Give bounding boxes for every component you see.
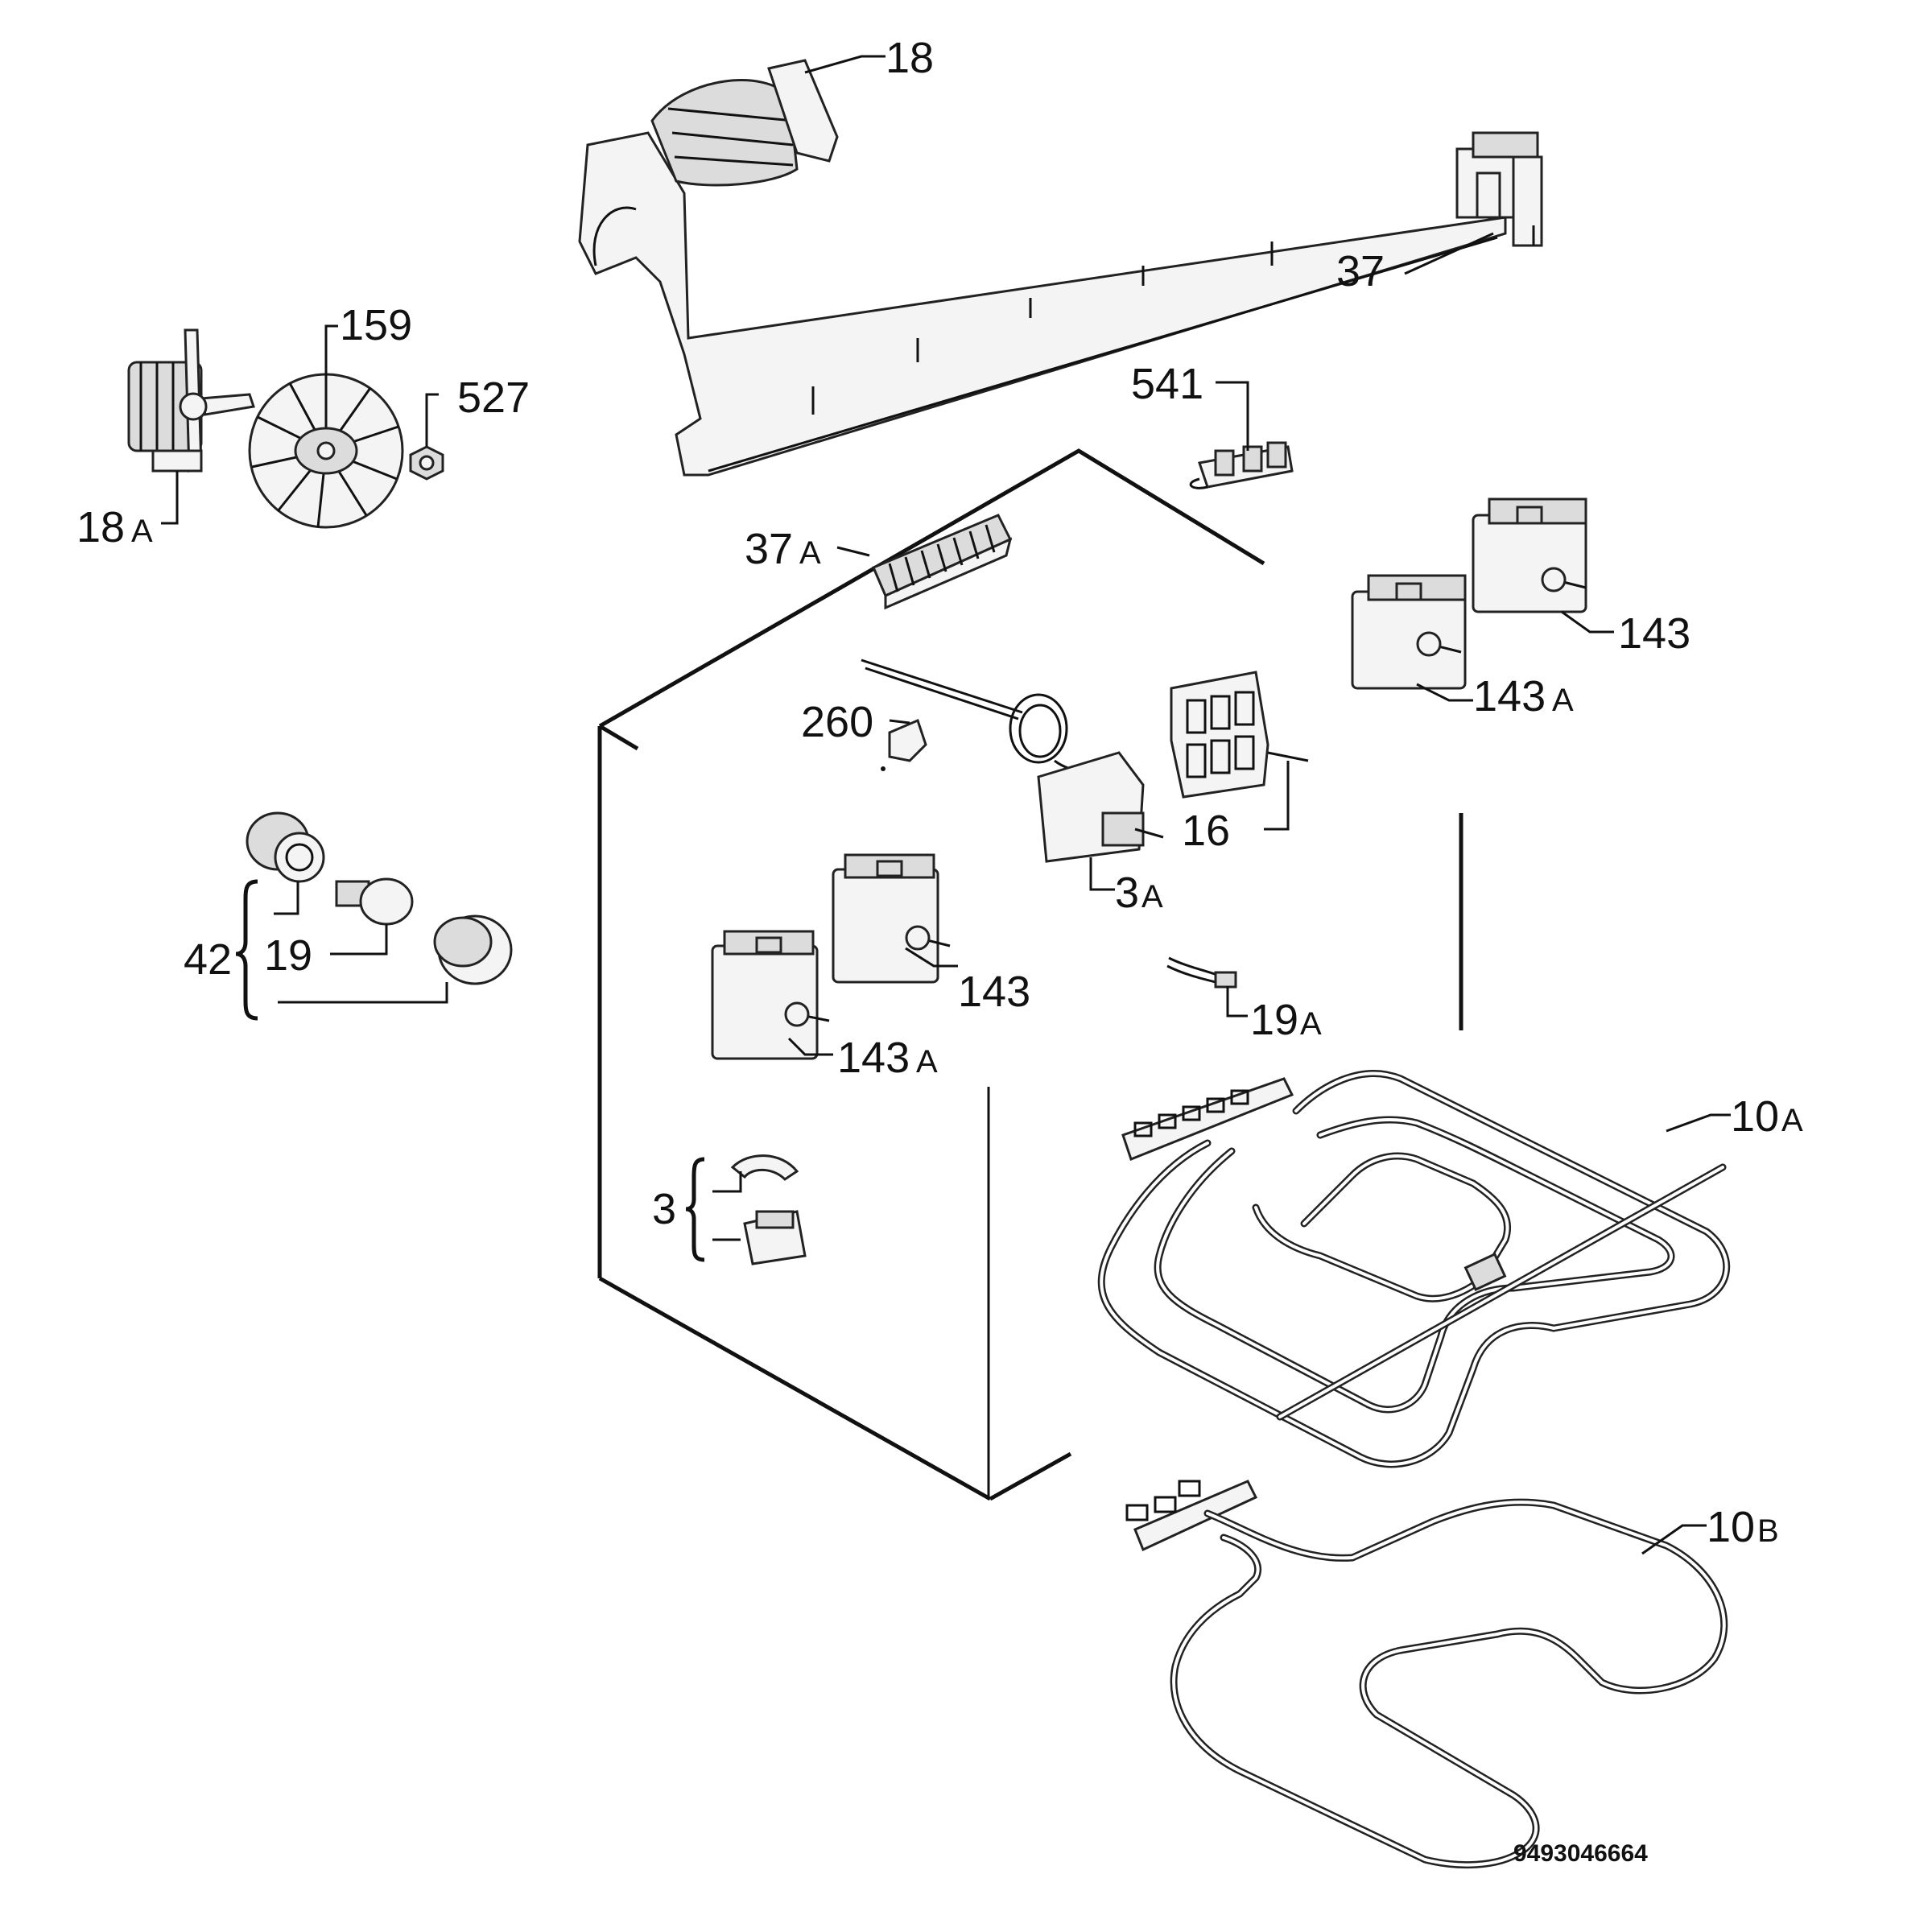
label-37: 37 (1336, 247, 1385, 295)
label-10a: 10 (1731, 1092, 1779, 1141)
label-18: 18 (886, 34, 934, 82)
lamp-bulb-19-part (335, 877, 414, 926)
clip-260-part (881, 718, 927, 771)
label-3: 3 (652, 1185, 676, 1233)
nut-527-part (409, 445, 444, 481)
thermostat-3a-part (861, 658, 1164, 863)
bottom-element-10b-part (1125, 1480, 1728, 1869)
label-143a-top-suffix: A (1552, 683, 1574, 718)
label-143-mid: 143 (958, 968, 1030, 1016)
part-541 (1189, 441, 1294, 489)
label-143a-mid-suffix: A (916, 1044, 938, 1080)
label-10a-suffix: A (1781, 1103, 1803, 1138)
label-143a-top: 143 (1473, 672, 1546, 720)
energy-regulator-143-top-part (1472, 497, 1587, 613)
label-18a: 18 (76, 503, 125, 551)
label-19a-suffix: A (1300, 1006, 1322, 1042)
label-527: 527 (457, 374, 530, 422)
label-19: 19 (264, 931, 312, 980)
label-37a-suffix: A (799, 535, 821, 571)
label-143a-mid: 143 (837, 1034, 910, 1082)
fan-duct-part (578, 59, 1507, 477)
label-42: 42 (184, 935, 232, 984)
braces (235, 879, 705, 1262)
lamp-holder-part (246, 811, 325, 883)
fan-motor-18a-part (127, 328, 255, 473)
switch-37-part (1455, 131, 1543, 247)
lamp-cover-part (433, 914, 513, 985)
selector-switch-16-part (1170, 671, 1309, 799)
label-10b: 10 (1707, 1503, 1755, 1551)
grill-element-10a-part (1097, 1070, 1731, 1468)
energy-regulator-143a-mid-part (711, 930, 830, 1060)
oven-cabinet-outline (597, 448, 1463, 1501)
diagram-code: 9493046664 (1513, 1840, 1648, 1867)
label-18a-suffix: A (131, 514, 153, 549)
terminal-block-37a-part (872, 514, 1013, 610)
sensor-19a-part (1166, 956, 1237, 989)
label-19a: 19 (1250, 996, 1298, 1044)
clip-assembly-3-part (730, 1154, 807, 1265)
leader-lines (161, 55, 1731, 1555)
energy-regulator-143a-top-part (1351, 574, 1467, 690)
energy-regulator-143-mid-part (832, 853, 951, 984)
label-260: 260 (801, 698, 873, 746)
label-3a-suffix: A (1141, 879, 1163, 914)
label-10b-suffix: B (1757, 1513, 1779, 1549)
label-159: 159 (340, 301, 412, 349)
label-16: 16 (1182, 807, 1230, 855)
label-143-top: 143 (1618, 609, 1690, 658)
label-3a: 3 (1115, 869, 1139, 917)
label-541: 541 (1131, 360, 1203, 408)
label-37a: 37 (745, 525, 793, 573)
part-labels: 18 37 159 527 18 A 541 37 A 143 143 A 26… (76, 34, 1803, 1867)
fan-blade-159-part (248, 373, 404, 529)
